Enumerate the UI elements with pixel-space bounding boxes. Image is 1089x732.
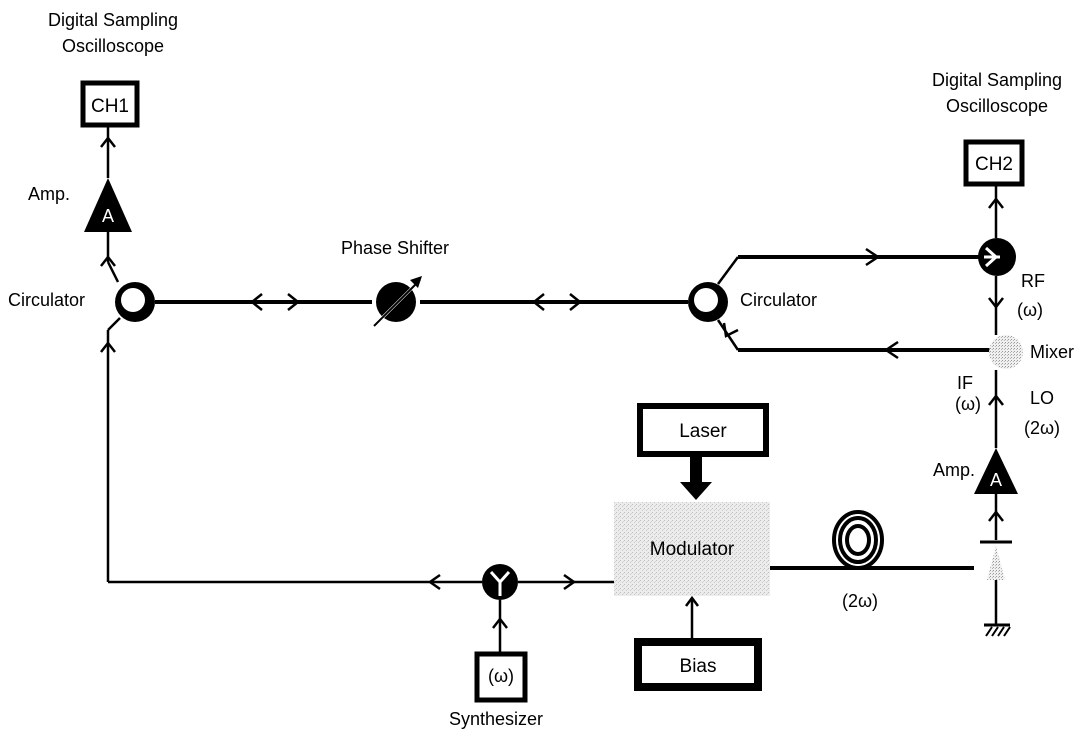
- bidirectional-arrow-left: [249, 293, 301, 311]
- dso-left-label-line1: Digital Sampling: [48, 10, 178, 30]
- photodiode-icon: [980, 540, 1012, 625]
- laser-box: [637, 403, 769, 457]
- wire-left-into-circ: [107, 317, 121, 331]
- arrow-right-top: [865, 247, 881, 267]
- fiber-freq-label: (2ω): [842, 591, 878, 611]
- dso-right-label-line1: Digital Sampling: [932, 70, 1062, 90]
- synthesizer-label: Synthesizer: [449, 709, 543, 729]
- circulator-left-label: Circulator: [8, 290, 85, 310]
- wire-circ-to-amp-a: [106, 261, 120, 283]
- amp-right-triangle: [974, 448, 1018, 494]
- arrow-up-bias: [685, 595, 699, 607]
- amp-left-label: Amp.: [28, 184, 70, 204]
- amp-left-symbol: A: [102, 206, 114, 226]
- bidirectional-arrow-right: [531, 293, 583, 311]
- ch1-label: CH1: [91, 96, 129, 117]
- ch1-box: [80, 80, 140, 128]
- ground-icon: [984, 623, 1011, 637]
- mixer-icon: [989, 335, 1023, 369]
- phase-shifter-label: Phase Shifter: [341, 238, 449, 258]
- amp-right-label: Amp.: [933, 460, 975, 480]
- arrow-up-lo: [988, 393, 1004, 406]
- lo-freq-label: (2ω): [1024, 418, 1060, 438]
- rf-freq-label: (ω): [1017, 300, 1043, 320]
- modulator-label: Modulator: [650, 539, 735, 560]
- arrow-down-rf: [988, 297, 1004, 310]
- dso-left-label-line2: Oscilloscope: [62, 36, 164, 56]
- amp-left-triangle: [84, 178, 132, 232]
- synth-freq-label: (ω): [488, 666, 514, 686]
- mixer-label: Mixer: [1030, 342, 1074, 362]
- splitter-bottom-icon: [482, 564, 518, 600]
- arrow-left-if: [883, 340, 899, 360]
- fiber-coil-icon: [832, 510, 884, 570]
- wire-circ-right-up: [716, 256, 740, 285]
- if-label: IF: [957, 373, 973, 393]
- arrow-up-pd: [988, 509, 1004, 522]
- bias-box: [634, 638, 762, 691]
- synthesizer-box: [474, 651, 528, 703]
- lo-label: LO: [1030, 388, 1054, 408]
- circulator-right-label: Circulator: [740, 290, 817, 310]
- arrow-up-left-loop: [100, 340, 116, 353]
- arrow-into-circ-right: [722, 322, 739, 338]
- bias-label: Bias: [680, 656, 717, 677]
- arrow-up-amp-left: [100, 254, 116, 267]
- modulator-box: [614, 502, 770, 596]
- laser-arrow-head: [680, 482, 712, 500]
- laser-label: Laser: [679, 421, 727, 442]
- ch2-label: CH2: [975, 154, 1013, 175]
- amp-right-symbol: A: [990, 470, 1002, 490]
- dso-right-label-line2: Oscilloscope: [946, 96, 1048, 116]
- if-freq-label: (ω): [955, 394, 981, 414]
- arrow-left-bottom: [427, 573, 441, 591]
- laser-arrow-shaft: [690, 456, 702, 484]
- circulator-right-icon: [688, 282, 728, 322]
- arrow-up-synth: [492, 616, 508, 629]
- arrow-up-ch2: [988, 196, 1004, 209]
- arrow-up-ch1: [100, 135, 116, 148]
- circulator-left-icon: [115, 282, 155, 322]
- rf-label: RF: [1021, 271, 1045, 291]
- splitter-right-icon: [978, 238, 1016, 276]
- ch2-box: [963, 139, 1025, 187]
- arrow-right-bottom: [563, 573, 577, 591]
- phase-shifter-icon: [372, 276, 422, 328]
